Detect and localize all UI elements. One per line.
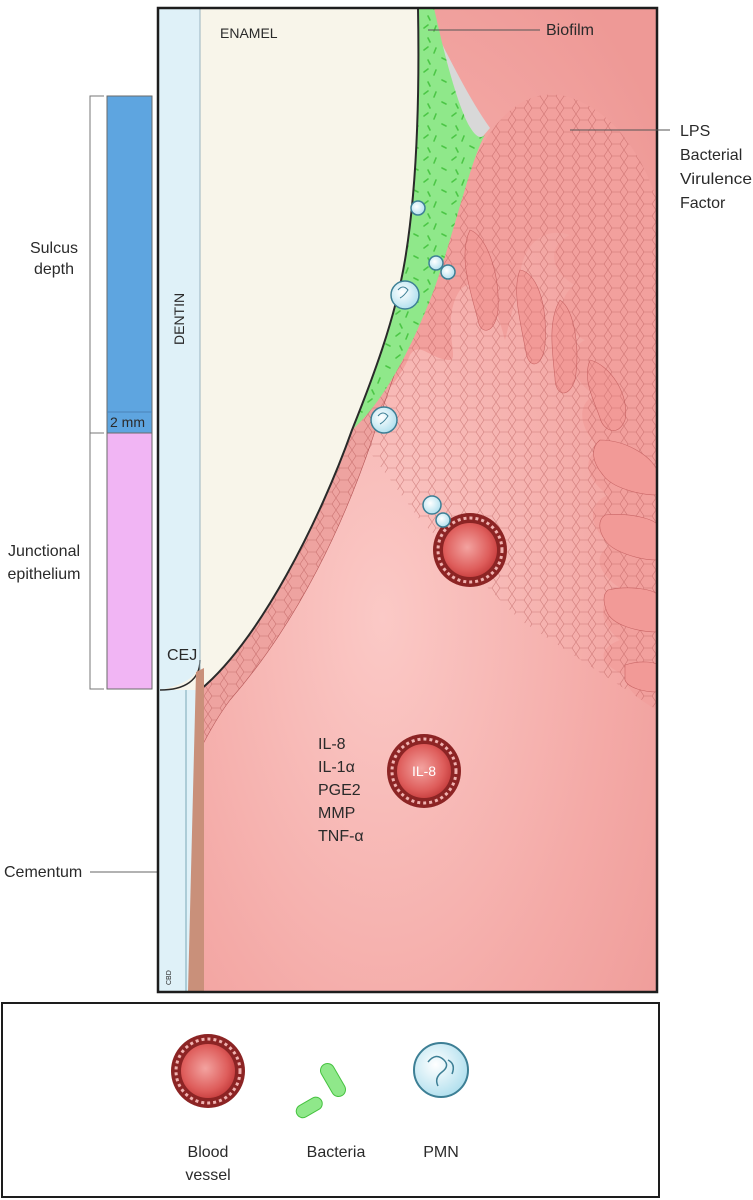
sulcus-depth-bar	[106, 95, 153, 434]
legend-bacteria-label: Bacteria	[307, 1144, 366, 1161]
vessel-il8-label: IL-8	[412, 763, 436, 779]
legend-blood-vessel-icon	[171, 1034, 245, 1108]
pmn-cell	[428, 255, 444, 271]
legend-blood-vessel-label-line1: Blood	[188, 1144, 229, 1161]
lps-label-line1: LPS	[680, 123, 710, 140]
pmn-cell	[390, 280, 420, 310]
lps-label-line2: Bacterial	[680, 147, 742, 164]
blood-vessel-upper	[433, 513, 507, 587]
pmn-cells	[370, 200, 456, 528]
enamel-label: ENAMEL	[220, 25, 278, 41]
sulcus-depth-label-line2: depth	[34, 261, 74, 278]
junctional-bracket	[89, 432, 104, 690]
mediator-item: PGE2	[318, 782, 361, 799]
enamel-layer	[160, 8, 419, 690]
blood-vessel-lower: IL-8	[387, 734, 461, 808]
diagram-frame	[156, 6, 659, 994]
lps-label-line4: Factor	[680, 195, 726, 212]
pmn-cell	[370, 406, 398, 434]
junctional-label-line1: Junctional	[8, 543, 80, 560]
cementum-label: Cementum	[4, 864, 82, 881]
pmn-cell	[422, 495, 442, 515]
biofilm-label: Biofilm	[546, 22, 594, 39]
mediator-item: IL-8	[318, 736, 346, 753]
lps-label-line3: Virulence	[680, 171, 752, 188]
two-mm-label: 2 mm	[110, 414, 145, 430]
mediator-item: MMP	[318, 805, 355, 822]
legend-pmn-label: PMN	[423, 1144, 459, 1161]
dentin-layer	[158, 8, 200, 992]
dentin-label: DENTIN	[171, 293, 187, 345]
junctional-epithelium-bar	[106, 432, 153, 690]
legend-bacteria-icon	[295, 1062, 346, 1119]
tissue-section: IL-8	[158, 8, 657, 992]
sulcus-bracket	[89, 95, 104, 434]
legend: Blood vessel Bacteria PMN	[1, 1002, 660, 1198]
pmn-cell	[410, 200, 426, 216]
credit-label: CBD	[166, 970, 173, 985]
mediator-item: TNF-α	[318, 828, 364, 845]
mediator-item: IL-1α	[318, 759, 355, 776]
junctional-label-line2: epithelium	[8, 566, 81, 583]
legend-box	[1, 1002, 660, 1198]
sulcus-depth-label-line1: Sulcus	[30, 240, 78, 257]
cementum-layer	[188, 668, 204, 992]
pmn-cell	[440, 264, 456, 280]
legend-pmn-icon	[413, 1042, 469, 1098]
inflammatory-mediators: IL-8 IL-1α PGE2 MMP TNF-α	[318, 736, 364, 845]
cej-label: CEJ	[167, 647, 197, 664]
legend-blood-vessel-label-line2: vessel	[185, 1167, 230, 1184]
measurement-bars: 2 mm	[89, 95, 153, 690]
pmn-cell	[435, 512, 451, 528]
